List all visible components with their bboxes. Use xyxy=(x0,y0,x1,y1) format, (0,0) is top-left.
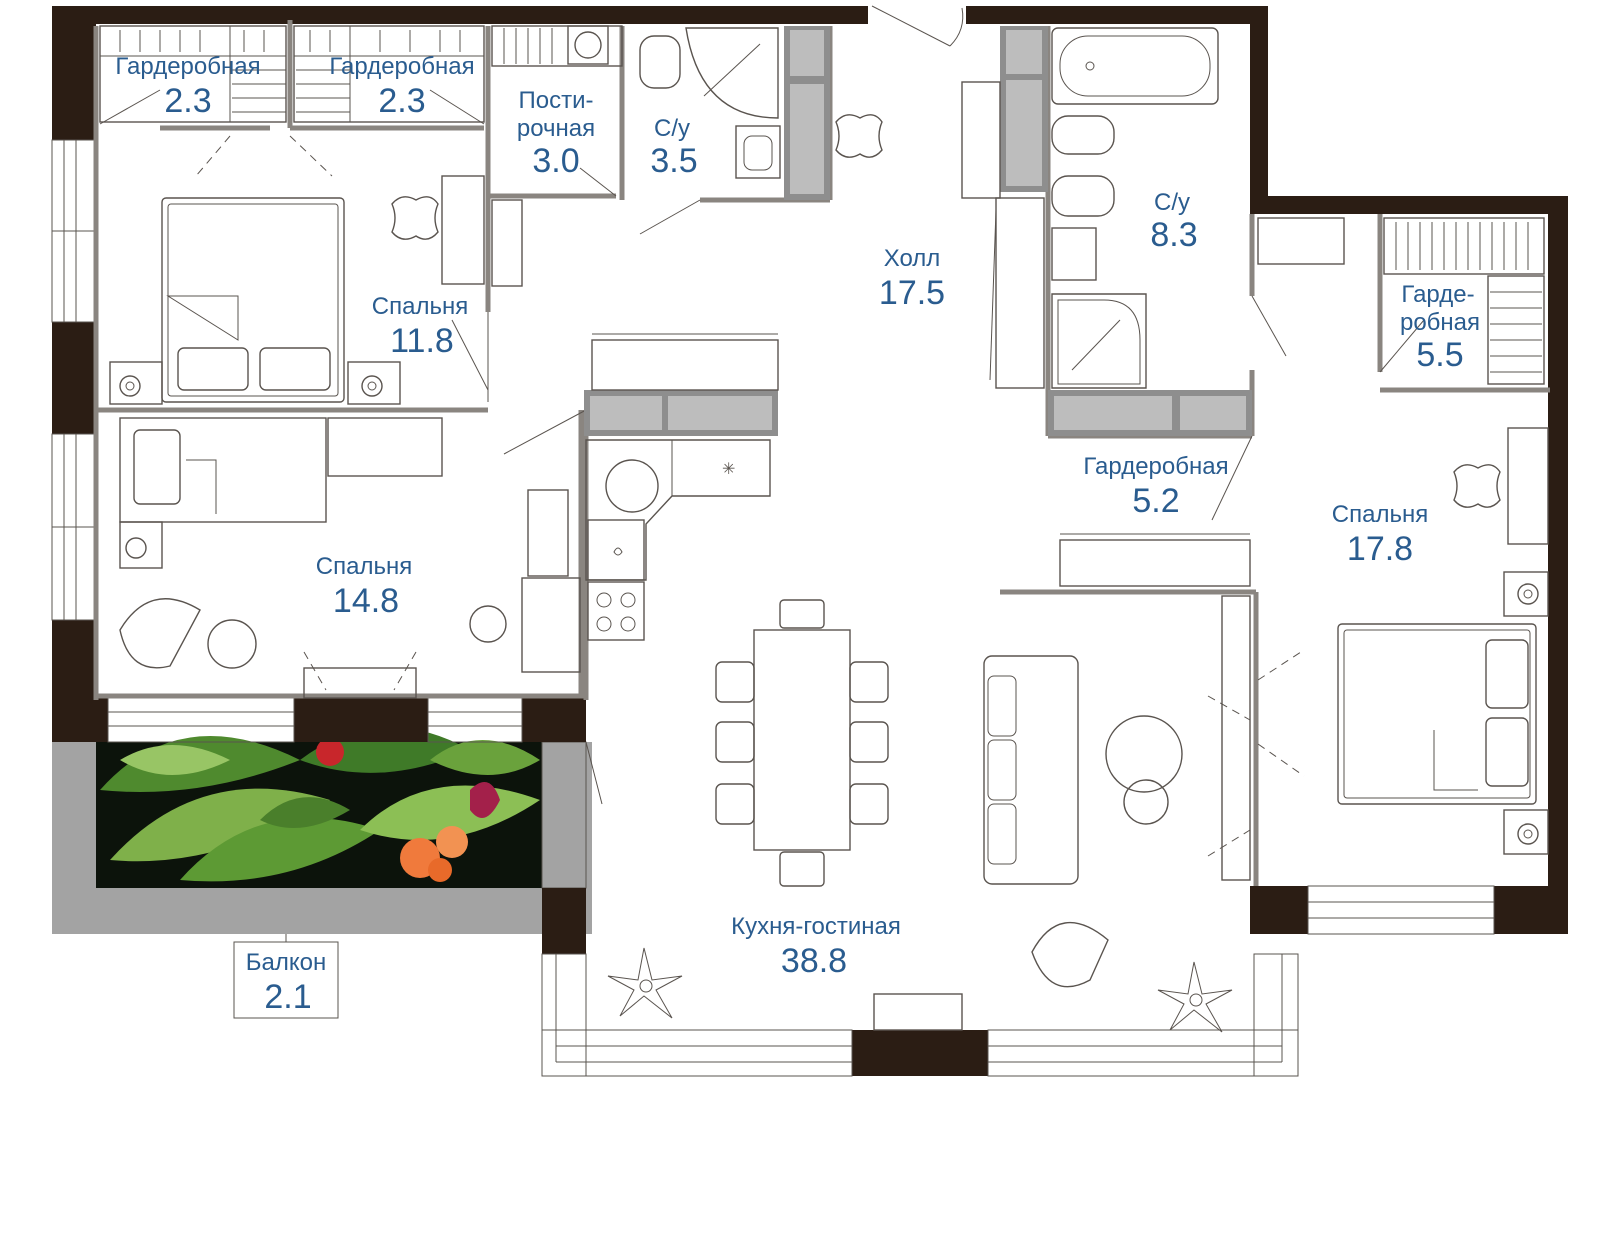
room-name-kitchen-living: Кухня-гостиная xyxy=(731,913,901,940)
chair-icon xyxy=(715,661,755,703)
coffee-table-icon xyxy=(1105,715,1183,793)
room-area-bedroom-1: 11.8 xyxy=(390,322,454,360)
shelf-rack xyxy=(1383,217,1545,275)
desk xyxy=(1507,427,1549,545)
asterisk-icon: ✳ xyxy=(722,459,735,478)
room-name-wardrobe-3-line1: Гарде- xyxy=(1401,281,1474,308)
room-area-bath-large: 8.3 xyxy=(1150,216,1197,254)
room-area-balcony: 2.1 xyxy=(264,978,311,1016)
sink-icon xyxy=(735,125,781,179)
plant-icon xyxy=(1157,961,1233,1033)
shower-icon xyxy=(685,27,779,119)
room-name-bedroom-3: Спальня xyxy=(316,553,412,580)
shoe-cabinet xyxy=(961,81,1001,199)
kitchen-sink-icon xyxy=(605,459,659,513)
office-chair-icon xyxy=(469,605,507,643)
cooktop-icon xyxy=(587,581,645,641)
room-area-bedroom-2: 17.8 xyxy=(1347,530,1413,568)
chair-icon xyxy=(849,661,889,703)
room-name-balcony: Балкон xyxy=(246,949,326,976)
chair-icon xyxy=(849,783,889,825)
room-name-bath-large: С/у xyxy=(1154,189,1190,216)
doors xyxy=(99,5,1425,805)
sofa-icon xyxy=(983,655,1079,885)
wardrobe-right-fixtures xyxy=(1059,217,1545,587)
room-name-wardrobe-2: Гардеробная xyxy=(329,53,474,80)
nightstand-lamp-icon xyxy=(119,521,163,569)
room-name-hall: Холл xyxy=(884,245,941,272)
hall-fixtures xyxy=(591,81,1045,391)
room-area-laundry: 3.0 xyxy=(532,142,579,180)
partitions xyxy=(93,20,1550,886)
room-area-bedroom-3: 14.8 xyxy=(333,582,399,620)
closet xyxy=(995,197,1045,389)
pouf-icon xyxy=(1453,464,1501,508)
sink-icon xyxy=(1051,227,1097,281)
bedroom-3-furniture xyxy=(119,417,581,699)
room-name-wardrobe-4: Гардеробная xyxy=(1083,453,1228,480)
cabinet xyxy=(327,417,443,477)
dining-table xyxy=(753,629,851,851)
room-area-wardrobe-1: 2.3 xyxy=(164,82,211,120)
room-name-wardrobe-3-line2: робная xyxy=(1400,309,1480,336)
shower-icon xyxy=(1051,293,1147,389)
nightstand-lamp-icon xyxy=(347,361,401,405)
room-area-kitchen-living: 38.8 xyxy=(781,942,847,980)
double-bed xyxy=(1337,623,1537,805)
console-table xyxy=(873,993,963,1031)
room-area-wardrobe-3: 5.5 xyxy=(1416,336,1463,374)
bedroom-2-furniture xyxy=(1207,427,1549,881)
bathtub-icon xyxy=(1051,27,1219,105)
bidet-icon xyxy=(1051,175,1115,217)
nightstand-lamp-icon xyxy=(1503,809,1549,855)
toilet-icon xyxy=(639,35,681,89)
room-area-bath-small: 3.5 xyxy=(650,142,697,180)
kitchen-fixtures: ✳ xyxy=(585,439,771,641)
round-table-icon xyxy=(207,619,257,669)
lounge-chair-icon xyxy=(119,598,201,669)
room-name-bedroom-2: Спальня xyxy=(1332,501,1428,528)
room-name-bedroom-1: Спальня xyxy=(372,293,468,320)
room-labels: Гардеробная 2.3 Гардеробная 2.3 Пости- р… xyxy=(115,53,1480,1016)
room-name-bath-small: С/у xyxy=(654,115,690,142)
chair-icon xyxy=(849,721,889,763)
pouf-icon xyxy=(835,114,883,158)
bath-small-fixtures xyxy=(639,27,883,179)
chair-icon xyxy=(715,721,755,763)
exterior-walls xyxy=(52,6,1568,1076)
room-name-laundry-line1: Пости- xyxy=(519,87,594,114)
nightstand-lamp-icon xyxy=(109,361,163,405)
armchair-icon xyxy=(391,196,439,240)
tv-stand xyxy=(303,667,417,699)
desk xyxy=(441,175,485,285)
kitchen-counter xyxy=(585,439,771,581)
wardrobe-cabinet xyxy=(1059,539,1251,587)
nightstand-lamp-icon xyxy=(1503,571,1549,617)
lounge-chair-icon xyxy=(1031,921,1109,988)
single-bed xyxy=(119,417,327,523)
balcony xyxy=(52,727,592,1019)
bath-large-fixtures xyxy=(1051,27,1219,389)
room-name-laundry-line2: рочная xyxy=(517,115,595,142)
tv-wall-panel xyxy=(1221,595,1251,881)
wardrobe-shelves xyxy=(99,25,623,287)
plant-icon xyxy=(607,947,683,1019)
chair-icon xyxy=(715,783,755,825)
room-name-wardrobe-1: Гардеробная xyxy=(115,53,260,80)
toilet-icon xyxy=(1051,115,1115,155)
room-area-hall: 17.5 xyxy=(879,274,945,312)
kitchen-top-cabinets xyxy=(591,339,779,391)
room-area-wardrobe-2: 2.3 xyxy=(378,82,425,120)
living-furniture xyxy=(607,599,1233,1033)
windows xyxy=(51,139,1495,1077)
room-area-wardrobe-4: 5.2 xyxy=(1132,482,1179,520)
balcony-plant-image xyxy=(96,727,542,888)
writing-desk xyxy=(521,577,581,673)
double-bed xyxy=(161,197,345,403)
service-shafts xyxy=(584,26,1252,436)
bedroom-1-furniture xyxy=(109,175,485,405)
